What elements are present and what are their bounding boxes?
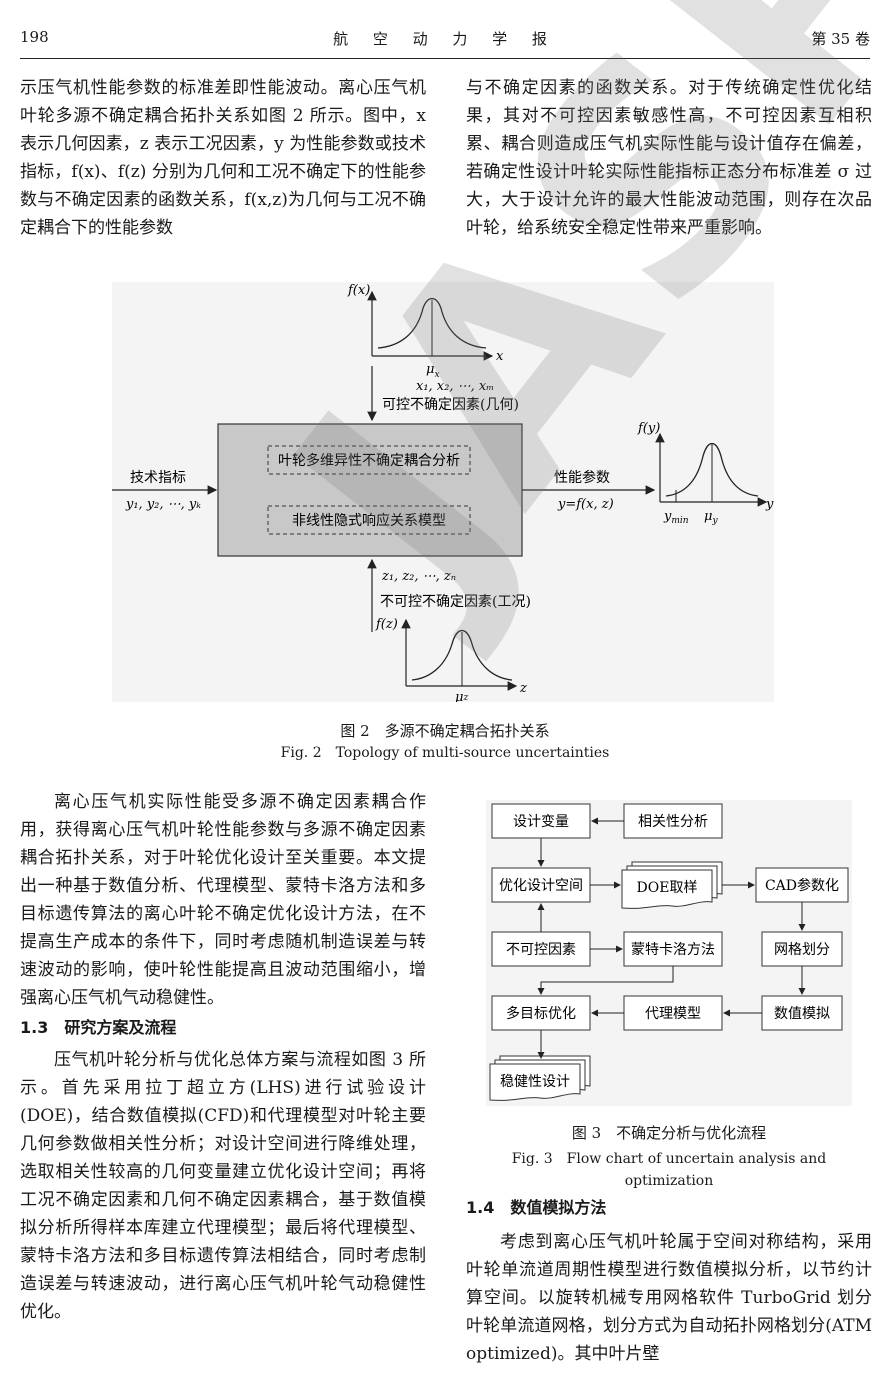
- dashed-box-1: [267, 445, 471, 475]
- y-axis-label: y: [765, 497, 774, 512]
- node-mesh-label: 网格划分: [774, 942, 830, 958]
- node-mesh: [761, 931, 843, 967]
- box2-label: 非线性隐式响应关系模型: [292, 512, 446, 529]
- page-header: 198 航 空 动 力 学 报 第 35 卷: [20, 28, 870, 54]
- node-doe-sampling: DOE取样: [621, 861, 723, 909]
- performance-function: y=f(x, z): [557, 497, 614, 512]
- node-monte-carlo-label: 蒙特卡洛方法: [631, 942, 715, 958]
- arrow-mc-to-moo: [537, 966, 674, 995]
- fx-distribution-plot: f(x) x μx x₁, x₂, ⋯, xₘ 可控不确定因素(几何): [347, 283, 519, 413]
- figure-2-topology-diagram: f(x) x μx x₁, x₂, ⋯, xₘ 可控不确定因素(几何) 叶轮多维…: [112, 282, 774, 702]
- node-opt-design-space: [491, 867, 591, 903]
- fx-bell-curve: [377, 297, 487, 349]
- figure-3-caption: 图 3 不确定分析与优化流程 Fig. 3 Flow chart of unce…: [466, 1122, 872, 1192]
- figure-3-flowchart: 设计变量 相关性分析 优化设计空间 DOE取样 CAD参数化 不可控因素 蒙特卡…: [486, 800, 852, 1106]
- x-list: x₁, x₂, ⋯, xₘ: [416, 379, 494, 394]
- paragraph: 示压气机性能参数的标准差即性能波动。离心压气机叶轮多源不确定耦合拓扑关系如图 2…: [20, 78, 426, 238]
- fz-distribution-plot: f(z) z μz: [375, 617, 527, 702]
- right-column-top: 与不确定因素的函数关系。对于传统确定性优化结果，其对不可控因素敏感性高，不可控因…: [466, 74, 872, 242]
- node-simulation-label: 数值模拟: [774, 1006, 830, 1022]
- controllable-factors-label: 可控不确定因素(几何): [382, 397, 519, 413]
- node-robust-design: 稳健性设计: [489, 1055, 591, 1101]
- dashed-box-2: [267, 505, 471, 535]
- coupling-analysis-box: [217, 423, 523, 557]
- node-robust-design-label: 稳健性设计: [500, 1074, 570, 1090]
- paragraph: 压气机叶轮分析与优化总体方案与流程如图 3 所示。首先采用拉丁超立方(LHS)进…: [20, 1050, 426, 1322]
- node-correlation-analysis-label: 相关性分析: [638, 814, 708, 830]
- section-heading-1-3: 1.3 研究方案及流程: [20, 1018, 177, 1037]
- z-axis-label: z: [519, 681, 527, 696]
- left-column-top: 示压气机性能参数的标准差即性能波动。离心压气机叶轮多源不确定耦合拓扑关系如图 2…: [20, 74, 426, 242]
- page-number: 198: [20, 28, 49, 46]
- tech-indicator-label: 技术指标: [130, 470, 186, 486]
- node-multi-objective: [491, 995, 591, 1031]
- node-correlation-analysis: [623, 803, 723, 839]
- node-doe-sampling-label: DOE取样: [637, 880, 698, 896]
- journal-name: 航 空 动 力 学 报: [333, 30, 557, 48]
- figure-3-caption-en: Fig. 3 Flow chart of uncertain analysis …: [511, 1151, 827, 1189]
- node-design-variables: [491, 803, 591, 839]
- section-heading-1-4: 1.4 数值模拟方法: [466, 1198, 607, 1217]
- fy-label: f(y): [637, 421, 660, 436]
- right-column-bottom: 1.4 数值模拟方法 考虑到离心压气机叶轮属于空间对称结构，采用叶轮单流道周期性…: [466, 1194, 872, 1368]
- node-multi-objective-label: 多目标优化: [506, 1005, 576, 1022]
- left-column-bottom: 离心压气机实际性能受多源不确定因素耦合作用，获得离心压气机叶轮性能参数与多源不确…: [20, 788, 426, 1326]
- node-simulation: [761, 995, 843, 1031]
- node-surrogate: [623, 995, 723, 1031]
- mu-y-label: μy: [704, 509, 718, 526]
- performance-label: 性能参数: [554, 469, 610, 486]
- box1-label: 叶轮多维异性不确定耦合分析: [278, 452, 460, 469]
- mu-x-label: μx: [426, 362, 440, 380]
- z-list: z₁, z₂, ⋯, zₙ: [381, 569, 456, 584]
- mu-z-label: μz: [455, 690, 468, 702]
- node-design-variables-label: 设计变量: [513, 814, 569, 830]
- figure-2-caption-en: Fig. 2 Topology of multi-source uncertai…: [280, 745, 610, 761]
- node-uncontrollable: [491, 931, 591, 967]
- node-surrogate-label: 代理模型: [645, 1006, 701, 1022]
- node-cad-param: [755, 867, 849, 903]
- node-uncontrollable-label: 不可控因素: [506, 942, 576, 958]
- fz-bell-curve: [411, 629, 513, 681]
- figure-3-caption-cn: 图 3 不确定分析与优化流程: [571, 1124, 767, 1142]
- y-list: y₁, y₂, ⋯, yₖ: [125, 497, 201, 512]
- figure-2-caption-cn: 图 2 多源不确定耦合拓扑关系: [340, 722, 550, 740]
- volume-label: 第 35 卷: [811, 30, 870, 48]
- x-axis-label: x: [496, 349, 504, 364]
- header-rule: [20, 58, 870, 59]
- paragraph: 考虑到离心压气机叶轮属于空间对称结构，采用叶轮单流道周期性模型进行数值模拟分析，…: [466, 1232, 872, 1364]
- node-monte-carlo: [623, 931, 723, 967]
- paragraph: 与不确定因素的函数关系。对于传统确定性优化结果，其对不可控因素敏感性高，不可控因…: [466, 78, 872, 238]
- figure-2-caption: 图 2 多源不确定耦合拓扑关系 Fig. 2 Topology of multi…: [180, 720, 710, 764]
- y-min-label: ymin: [663, 509, 689, 526]
- node-opt-design-space-label: 优化设计空间: [499, 878, 583, 894]
- fy-distribution-plot: f(y) y ymin μy: [637, 421, 774, 526]
- fz-label: f(z): [375, 617, 398, 632]
- paragraph: 离心压气机实际性能受多源不确定因素耦合作用，获得离心压气机叶轮性能参数与多源不确…: [20, 792, 426, 1008]
- fx-label: f(x): [347, 283, 370, 298]
- node-cad-param-label: CAD参数化: [765, 877, 839, 894]
- uncontrollable-factors-label: 不可控不确定因素(工况): [380, 594, 531, 610]
- fy-bell-curve: [665, 442, 759, 497]
